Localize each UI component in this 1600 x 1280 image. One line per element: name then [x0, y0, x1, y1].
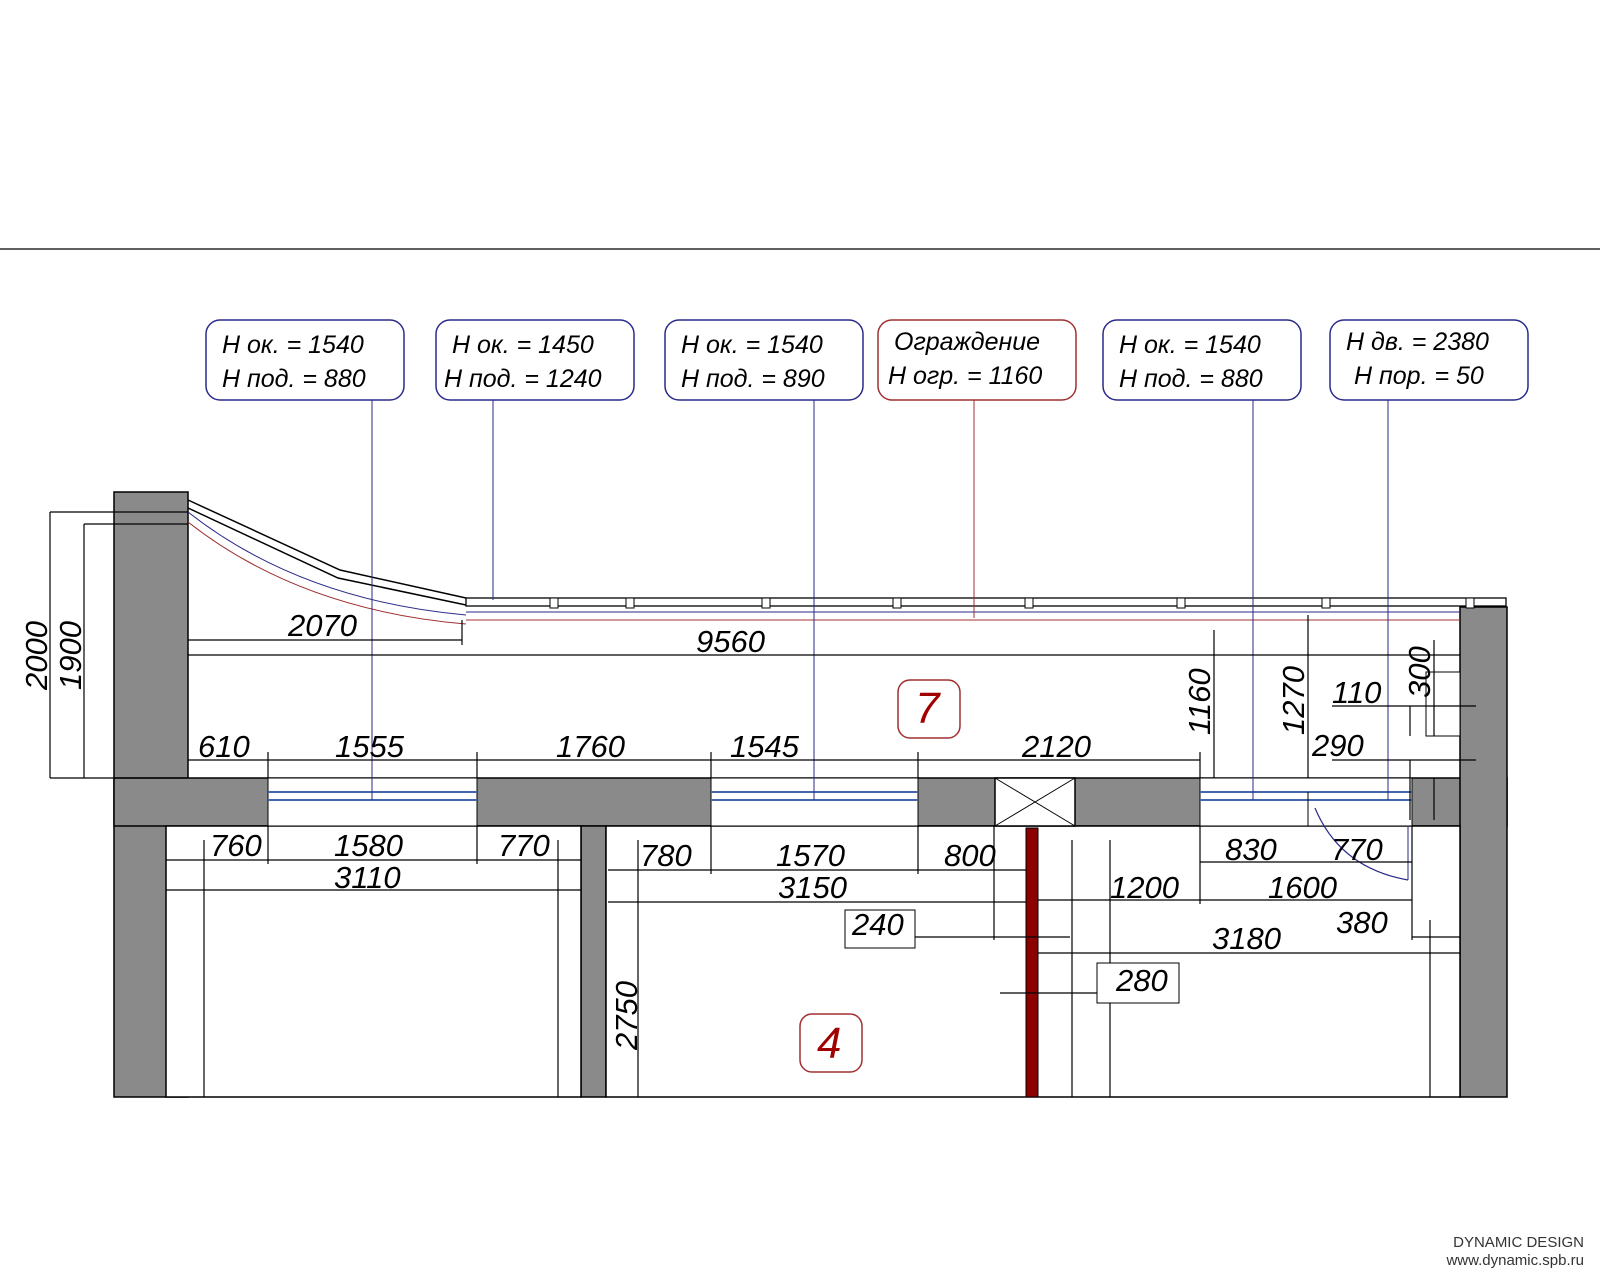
dim-1570: 1570: [776, 838, 845, 873]
dim-800: 800: [944, 838, 996, 873]
dim-1545: 1545: [730, 729, 800, 764]
window-opening-1: [267, 777, 478, 827]
dim-290: 290: [1311, 728, 1364, 763]
dim-3180: 3180: [1212, 921, 1281, 956]
callout-1-line2: H под. = 880: [222, 365, 366, 393]
shaft: [994, 777, 1076, 827]
callout-5-line2: H под. = 880: [1119, 365, 1263, 393]
dim-830: 830: [1225, 832, 1277, 867]
dim-780: 780: [640, 838, 692, 873]
heating-pipe: [1025, 827, 1039, 1098]
dim-280: 280: [1115, 963, 1168, 998]
room-left: [165, 825, 582, 1098]
callout-4-line2: H огр. = 1160: [888, 362, 1042, 390]
credit-url: www.dynamic.spb.ru: [1445, 1252, 1584, 1269]
callout-1: H ок. = 1540 H под. = 880: [205, 319, 405, 401]
dim-770-right: 770: [1331, 832, 1383, 867]
callout-4-line1: Ограждение: [894, 328, 1040, 356]
dim-1160: 1160: [1182, 668, 1217, 735]
dim-1580: 1580: [334, 828, 403, 863]
interior-wall: [580, 825, 607, 1098]
right-wall: [1459, 606, 1508, 1098]
callout-2: H ок. = 1450 H под. = 1240: [435, 319, 635, 401]
room-badge-4: 4: [799, 1013, 863, 1073]
dim-2070: 2070: [287, 608, 357, 643]
dim-3110: 3110: [334, 860, 401, 895]
dim-2750: 2750: [609, 981, 644, 1051]
callout-2-line1: H ок. = 1450: [452, 331, 594, 359]
callout-4: Ограждение H огр. = 1160: [877, 319, 1077, 401]
dimension-lines: [49, 511, 1476, 1097]
dimension-labels: 2070 9560 2000 1900 610 1555 1760 1545 2…: [19, 608, 1437, 1051]
callout-6-line2: H пор. = 50: [1354, 362, 1484, 390]
room-number-7: 7: [915, 684, 941, 733]
dim-110: 110: [1332, 675, 1381, 710]
dim-770-left: 770: [498, 828, 550, 863]
dim-2120: 2120: [1021, 729, 1091, 764]
dim-1270: 1270: [1276, 666, 1311, 735]
dim-1200: 1200: [1110, 870, 1179, 905]
callout-6-line1: H дв. = 2380: [1346, 328, 1489, 356]
callout-3: H ок. = 1540 H под. = 890: [664, 319, 864, 401]
dim-9560: 9560: [696, 624, 765, 659]
balcony-glazing: [187, 499, 1507, 625]
callout-6: H дв. = 2380 H пор. = 50: [1329, 319, 1529, 401]
dim-300: 300: [1402, 646, 1437, 698]
dim-2000: 2000: [19, 621, 54, 691]
callout-5: H ок. = 1540 H под. = 880: [1102, 319, 1302, 401]
dim-1555: 1555: [335, 729, 405, 764]
room-badge-7: 7: [897, 679, 961, 739]
dim-240: 240: [851, 907, 904, 942]
window-door-opening: [1199, 777, 1413, 881]
right-niche: [1425, 671, 1461, 737]
dim-1760: 1760: [556, 729, 625, 764]
room-number-4: 4: [817, 1019, 841, 1068]
dim-3150: 3150: [778, 870, 847, 905]
dim-1900: 1900: [53, 621, 88, 690]
credit-brand: DYNAMIC DESIGN: [1453, 1234, 1584, 1251]
callout-1-line1: H ок. = 1540: [222, 331, 364, 359]
dim-610: 610: [198, 729, 250, 764]
leader-lines: [371, 400, 1389, 800]
dim-box-240: [844, 909, 916, 949]
callout-2-line2: H под. = 1240: [444, 365, 602, 393]
callout-3-line1: H ок. = 1540: [681, 331, 823, 359]
dim-760: 760: [210, 828, 262, 863]
dim-box-280: [1096, 962, 1180, 1004]
callout-5-line1: H ок. = 1540: [1119, 331, 1261, 359]
dim-380: 380: [1336, 905, 1388, 940]
dim-1600: 1600: [1268, 870, 1337, 905]
callout-3-line2: H под. = 890: [681, 365, 825, 393]
